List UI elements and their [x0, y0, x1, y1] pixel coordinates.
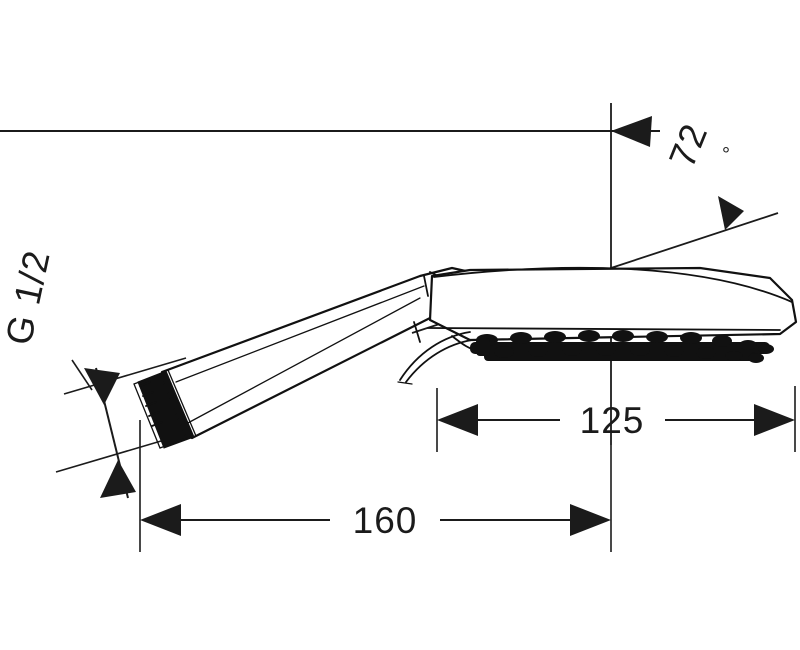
thread-ridge-1 — [139, 381, 151, 387]
angle-reference-line — [610, 212, 779, 269]
nozzle-dot — [544, 331, 566, 343]
nozzle-dot — [578, 330, 600, 342]
thread-connector-edge — [133, 373, 187, 449]
nozzle-dot — [696, 347, 716, 359]
dim125-arrow-right — [754, 404, 795, 436]
nozzle-dot — [510, 332, 532, 344]
angle-label: 72 — [661, 118, 715, 173]
handle-inner-contour — [185, 297, 421, 425]
nozzle-dot — [494, 346, 514, 358]
degree-symbol: ° — [722, 144, 730, 166]
spray-head-face-line — [427, 327, 781, 331]
thread-connector-group — [133, 369, 197, 449]
nozzle-dot — [562, 344, 582, 356]
spray-head-outline — [428, 266, 798, 342]
thread-ridge-4 — [148, 411, 160, 417]
head-underside-tip — [397, 381, 413, 385]
thread-leader-line — [71, 359, 93, 391]
nozzle-dot — [646, 331, 668, 343]
dimension-160-group: 160 — [139, 420, 612, 552]
thread-extension-line-upper — [63, 357, 187, 395]
head-underside-curve-outer — [399, 331, 471, 381]
nozzle-dot — [680, 332, 702, 344]
thread-arrow-lower — [100, 460, 136, 498]
thread-arrow-upper — [84, 368, 120, 405]
angle-label-group: 72 — [661, 118, 715, 173]
thread-connector-shoulder — [167, 369, 197, 437]
nozzle-dot — [612, 330, 634, 342]
handle-top-contour — [175, 285, 425, 383]
thread-ridge-2 — [142, 391, 154, 397]
nozzle-dot — [630, 344, 650, 356]
dim160-label: 160 — [353, 500, 418, 541]
joint-mark-upper — [423, 275, 429, 297]
dim125-label: 125 — [580, 400, 645, 441]
nozzle-cluster — [476, 338, 490, 356]
thread-ridge-5 — [151, 421, 163, 427]
angle-arrow-right — [718, 196, 744, 230]
nozzle-dot — [758, 344, 774, 354]
dim160-arrow-left — [140, 504, 181, 536]
dim125-arrow-left — [437, 404, 478, 436]
nozzle-dot — [748, 353, 764, 363]
nozzle-dot — [725, 351, 743, 361]
nozzle-dot — [596, 344, 616, 356]
nozzle-dot — [739, 340, 757, 350]
nozzle-dot — [528, 345, 548, 357]
nozzle-dot — [664, 345, 684, 357]
nozzle-row-lower — [484, 352, 756, 361]
spray-head-top-edge — [433, 266, 793, 303]
joint-mark-lower — [413, 321, 421, 343]
thread-label: G 1/2 — [0, 246, 58, 348]
thread-label-group: G 1/2 — [0, 246, 58, 348]
dimension-125-group: 125 — [436, 386, 796, 452]
nozzle-band-group — [470, 330, 774, 363]
dim160-arrow-right — [570, 504, 611, 536]
thread-ridge-3 — [145, 401, 157, 407]
nozzle-dot — [712, 335, 732, 347]
head-underside-curve-inner — [405, 339, 473, 383]
